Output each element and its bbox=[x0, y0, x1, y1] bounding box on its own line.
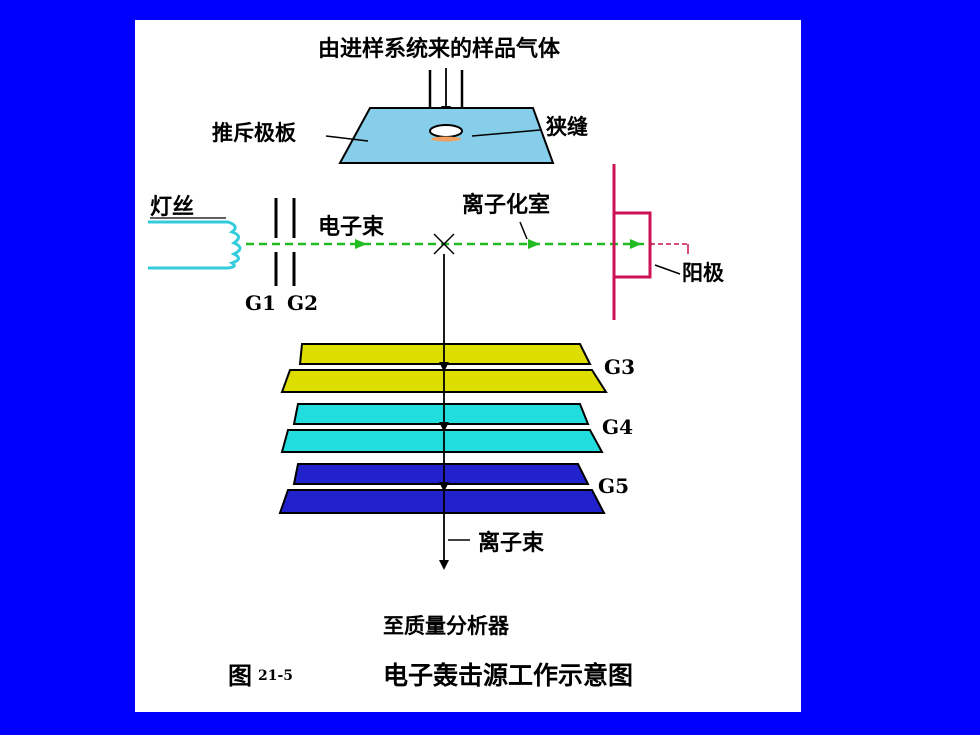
filament-label: 灯丝 bbox=[150, 194, 194, 220]
g5-plate-upper bbox=[292, 463, 590, 485]
figure-title: 电子轰击源工作示意图 bbox=[383, 661, 633, 690]
ionization-point bbox=[433, 233, 455, 255]
g4-plate-upper bbox=[292, 403, 590, 425]
g5-plate-lower bbox=[278, 489, 606, 514]
electron-beam-line bbox=[246, 239, 652, 249]
filament-coil bbox=[148, 220, 242, 270]
g2-label: G2 bbox=[287, 291, 318, 315]
g4-plate-lower bbox=[280, 429, 604, 453]
anode-label: 阳极 bbox=[682, 261, 725, 285]
g5-label: G5 bbox=[598, 474, 629, 498]
electron-beam-label: 电子束 bbox=[318, 214, 385, 240]
chamber-leader bbox=[519, 221, 528, 240]
ion-beam-label: 离子束 bbox=[478, 530, 545, 556]
grid-g1-g2 bbox=[274, 198, 296, 286]
slit-leader bbox=[471, 129, 541, 137]
anode bbox=[612, 164, 689, 320]
to-analyzer-label: 至质量分析器 bbox=[383, 614, 510, 638]
slit-label: 狭缝 bbox=[545, 115, 588, 139]
figure-number: 21-5 bbox=[258, 668, 293, 684]
g3-label: G3 bbox=[604, 355, 635, 379]
sample-gas-label: 由进样系统来的样品气体 bbox=[318, 36, 561, 62]
inlet-opening bbox=[429, 124, 463, 138]
g1-label: G1 bbox=[245, 291, 276, 315]
ion-beam-line bbox=[439, 254, 470, 570]
slit bbox=[431, 136, 461, 142]
g4-label: G4 bbox=[602, 415, 633, 439]
figure-number-prefix: 图 bbox=[228, 662, 252, 690]
ionization-chamber-label: 离子化室 bbox=[462, 192, 550, 218]
focusing-plates bbox=[278, 343, 608, 514]
repeller-plate-label: 推斥极板 bbox=[212, 121, 297, 145]
repeller-leader bbox=[325, 135, 369, 142]
g3-plate-upper bbox=[298, 343, 592, 365]
